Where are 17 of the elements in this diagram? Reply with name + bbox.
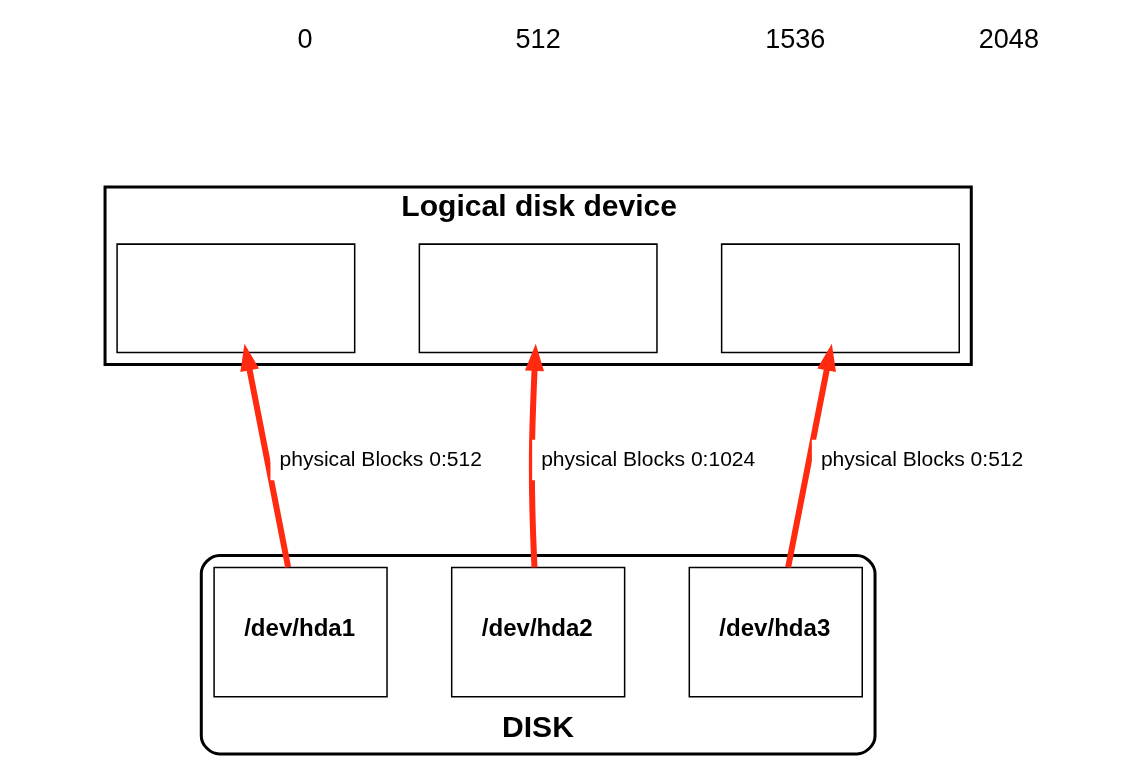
node-box: /dev/hda2 [450, 566, 625, 698]
edge-label: physical Blocks 0:1024 [540, 447, 755, 471]
arrow [524, 343, 544, 568]
arrow [784, 343, 836, 568]
label: 2048 [978, 23, 1039, 54]
arrow [239, 343, 291, 568]
node-box: /dev/hda1 [212, 566, 388, 698]
node-box [418, 243, 658, 354]
node-box [115, 243, 355, 354]
cluster: Logical disk device [103, 185, 973, 366]
node-box [720, 243, 960, 354]
label: 1536 [764, 23, 825, 54]
node-box: /dev/hda3 [688, 566, 863, 698]
label: 0 [297, 23, 313, 54]
label: 512 [515, 23, 561, 54]
edge-label: physical Blocks 0:512 [279, 447, 482, 471]
edge-label: physical Blocks 0:512 [820, 447, 1023, 471]
